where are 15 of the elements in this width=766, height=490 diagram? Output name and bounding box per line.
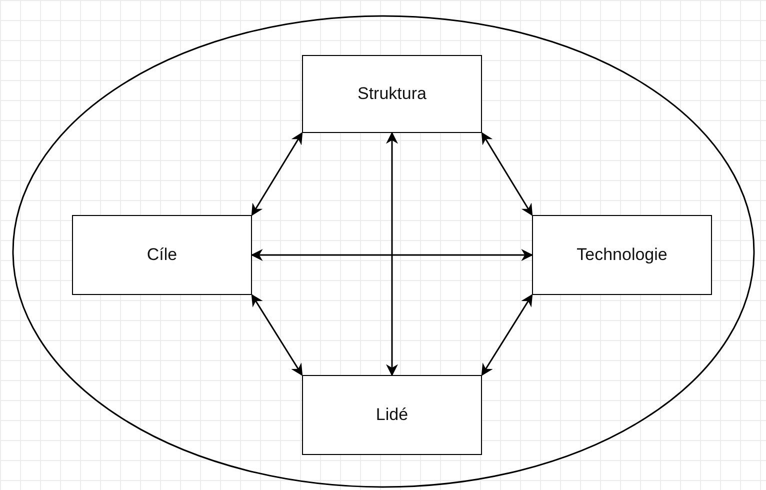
double-arrow <box>386 132 398 376</box>
process-box <box>72 215 252 295</box>
double-arrow <box>481 294 533 376</box>
double-arrow <box>251 294 303 376</box>
node-label: Technologie <box>576 245 668 265</box>
double-arrow <box>251 132 303 216</box>
process-box <box>532 215 712 295</box>
double-arrow <box>481 132 533 216</box>
node-label: Struktura <box>358 84 426 104</box>
process-box <box>302 55 482 133</box>
node-label: Lidé <box>376 405 408 425</box>
double-arrow <box>250 249 534 261</box>
ellipse-shape <box>12 15 755 488</box>
node-label: Cíle <box>146 245 178 265</box>
process-box <box>302 375 482 455</box>
